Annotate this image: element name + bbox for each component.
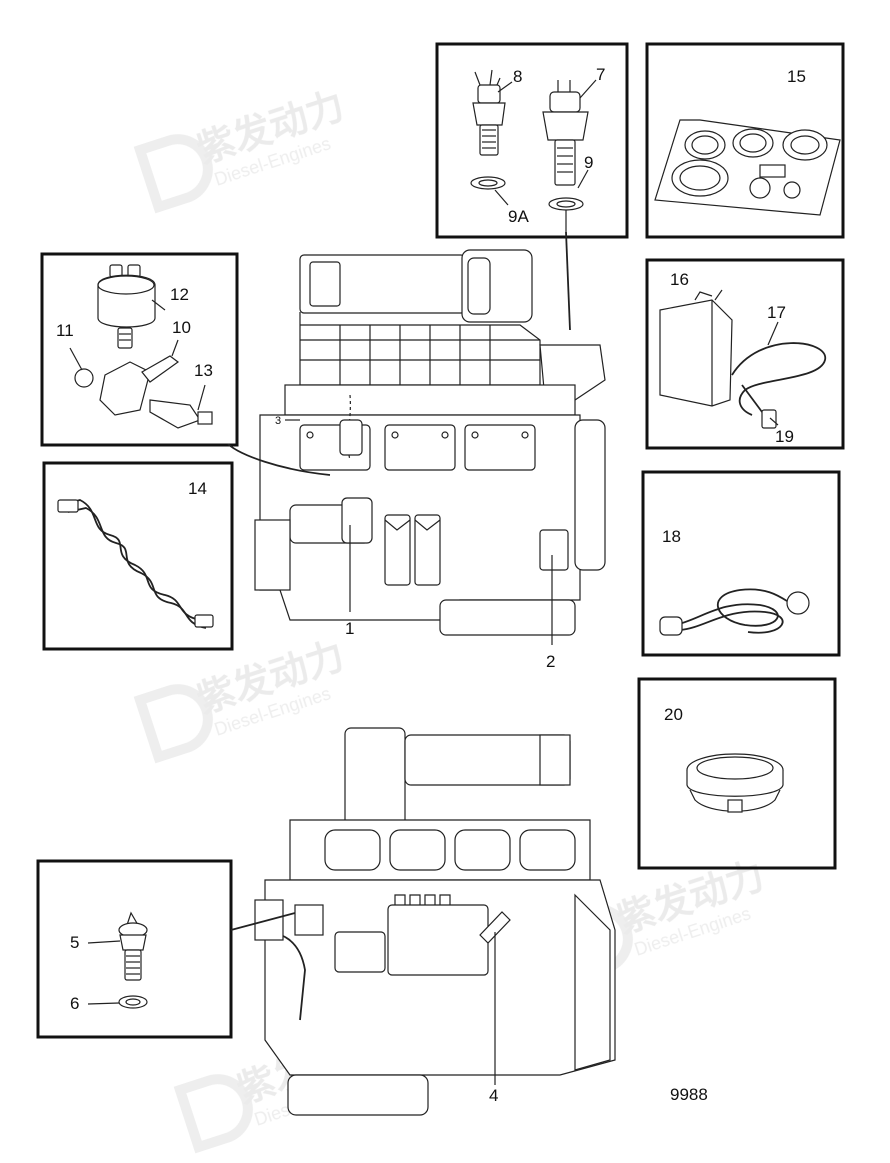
- washer-6-icon: [118, 995, 148, 1009]
- callout-19: 19: [775, 427, 794, 446]
- callout-5: 5: [70, 933, 79, 952]
- upper-engine-illustration: [254, 249, 606, 636]
- parts-box-pressure-senders: [40, 252, 239, 447]
- watermark-logo-icon: [133, 134, 213, 214]
- gauge-icon: [782, 129, 828, 161]
- callout-9a: 9A: [508, 207, 529, 226]
- parts-box-wire: [42, 461, 234, 651]
- gauge-icon: [732, 128, 774, 158]
- plug-11-icon: [74, 368, 94, 388]
- switch-icon: [749, 177, 771, 199]
- callout-9: 9: [584, 153, 593, 172]
- connector-lines: [227, 231, 571, 1085]
- callout-1: 1: [345, 619, 354, 638]
- callout-10: 10: [172, 318, 191, 337]
- callout-15: 15: [787, 67, 806, 86]
- watermark-logo-icon: [133, 684, 213, 764]
- sender-7-icon: [542, 80, 589, 186]
- washer-9-icon: [548, 197, 584, 211]
- callout-18: 18: [662, 527, 681, 546]
- sender-5-icon: [118, 911, 148, 981]
- callout-labels: 8 7 9 9A 15 16 17 19 18 20 12 11 10 13 1…: [56, 65, 806, 1105]
- parts-box-temp-senders: [435, 42, 629, 239]
- lower-engine-illustration: [254, 727, 616, 1116]
- callout-17: 17: [767, 303, 786, 322]
- gauge-icon: [684, 130, 726, 160]
- callout-2: 2: [546, 652, 555, 671]
- callout-4: 4: [489, 1086, 498, 1105]
- parts-box-tachometer: [637, 677, 837, 870]
- parts-box-relay-cable: [645, 258, 845, 450]
- callout-8: 8: [513, 67, 522, 86]
- watermark-tile: 紫发动力 Diesel-Engines: [133, 85, 350, 214]
- callout-14: 14: [188, 479, 207, 498]
- switch-icon: [783, 181, 801, 199]
- callout-16: 16: [670, 270, 689, 289]
- washer-9a-icon: [470, 176, 506, 190]
- callout-12: 12: [170, 285, 189, 304]
- sender-12-icon: [97, 264, 156, 349]
- watermark-tile: 紫发动力 Diesel-Engines: [133, 635, 350, 764]
- diagram-id: 9988: [670, 1085, 708, 1104]
- parts-box-instrument-panel: [645, 42, 845, 239]
- callout-6: 6: [70, 994, 79, 1013]
- callout-20: 20: [664, 705, 683, 724]
- parts-box-harness: [641, 470, 841, 657]
- callout-13: 13: [194, 361, 213, 380]
- callout-7: 7: [596, 65, 605, 84]
- watermark-logo-icon: [173, 1074, 253, 1154]
- callout-11: 11: [56, 321, 74, 340]
- sender-8-icon: [472, 69, 506, 156]
- parts-box-sender-5: [36, 859, 233, 1039]
- callout-3: 3: [275, 415, 281, 427]
